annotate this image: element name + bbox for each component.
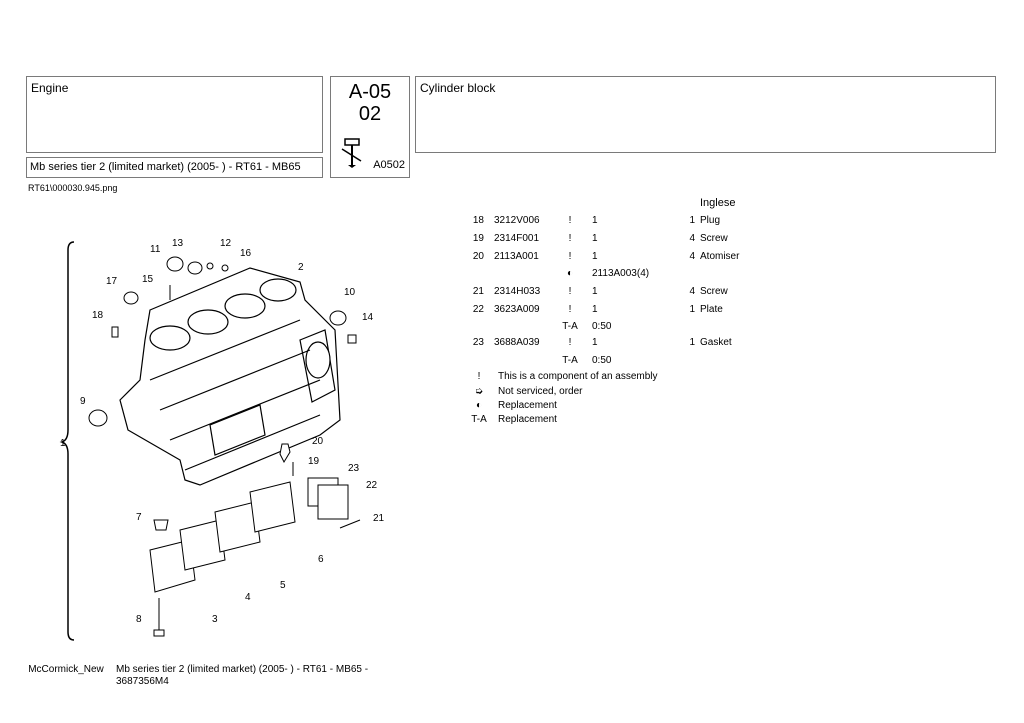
label-20: 20: [312, 436, 324, 447]
label-4: 4: [245, 592, 251, 603]
page-code: A-05: [348, 81, 392, 103]
label-7: 7: [136, 512, 142, 523]
label-16: 16: [240, 248, 252, 259]
label-13: 13: [172, 238, 184, 249]
section-title: Engine: [31, 81, 69, 95]
label-12: 12: [220, 238, 232, 249]
wrench-icon: [341, 138, 362, 168]
table-row: ◐2113A003(4): [460, 268, 960, 282]
bearing-caps: [149, 481, 296, 593]
label-6: 6: [318, 554, 324, 565]
footer-text: Mb series tier 2 (limited market) (2005-…: [116, 664, 369, 687]
model-name: Mb series tier 2 (limited market) (2005-…: [30, 161, 301, 173]
label-2: 2: [298, 262, 304, 273]
page-code-small: A0502: [373, 159, 405, 171]
code-box: A-05 02 A0502: [330, 76, 410, 178]
bracket-line: [59, 241, 75, 641]
replacement-icon: ◐: [566, 268, 574, 279]
cylinder-block: [119, 267, 341, 486]
label-10: 10: [344, 287, 356, 298]
label-22: 22: [366, 480, 378, 491]
label-11: 11: [150, 244, 161, 255]
section-box: Engine: [26, 76, 323, 153]
label-18: 18: [92, 310, 104, 321]
small-parts: [88, 256, 361, 637]
label-9: 9: [80, 396, 86, 407]
footer-brand: McCormick_New: [28, 664, 104, 675]
label-5: 5: [280, 580, 286, 591]
label-17: 17: [106, 276, 118, 287]
model-box: Mb series tier 2 (limited market) (2005-…: [26, 157, 323, 178]
language-label: Inglese: [700, 197, 736, 209]
label-1: 1: [60, 438, 66, 449]
label-19: 19: [308, 456, 320, 467]
label-8: 8: [136, 614, 142, 625]
replacement-icon: ◐: [475, 400, 483, 411]
label-23: 23: [348, 463, 360, 474]
label-3: 3: [212, 614, 218, 625]
assembly-icon: !: [477, 371, 481, 382]
label-15: 15: [142, 274, 154, 285]
page-subcode: 02: [358, 103, 382, 125]
title-box: Cylinder block: [415, 76, 996, 153]
image-filename: RT61\000030.945.png: [28, 183, 118, 193]
time-allowance-label: T-A: [471, 414, 487, 425]
label-21: 21: [373, 513, 385, 524]
exploded-drawing: 1 2 3 4 5 6 7 8 9 10 11 12 13 14 15 16 1…: [59, 238, 385, 641]
page-title: Cylinder block: [420, 81, 496, 95]
label-14: 14: [362, 312, 374, 323]
order-icon: ➭: [474, 386, 484, 397]
